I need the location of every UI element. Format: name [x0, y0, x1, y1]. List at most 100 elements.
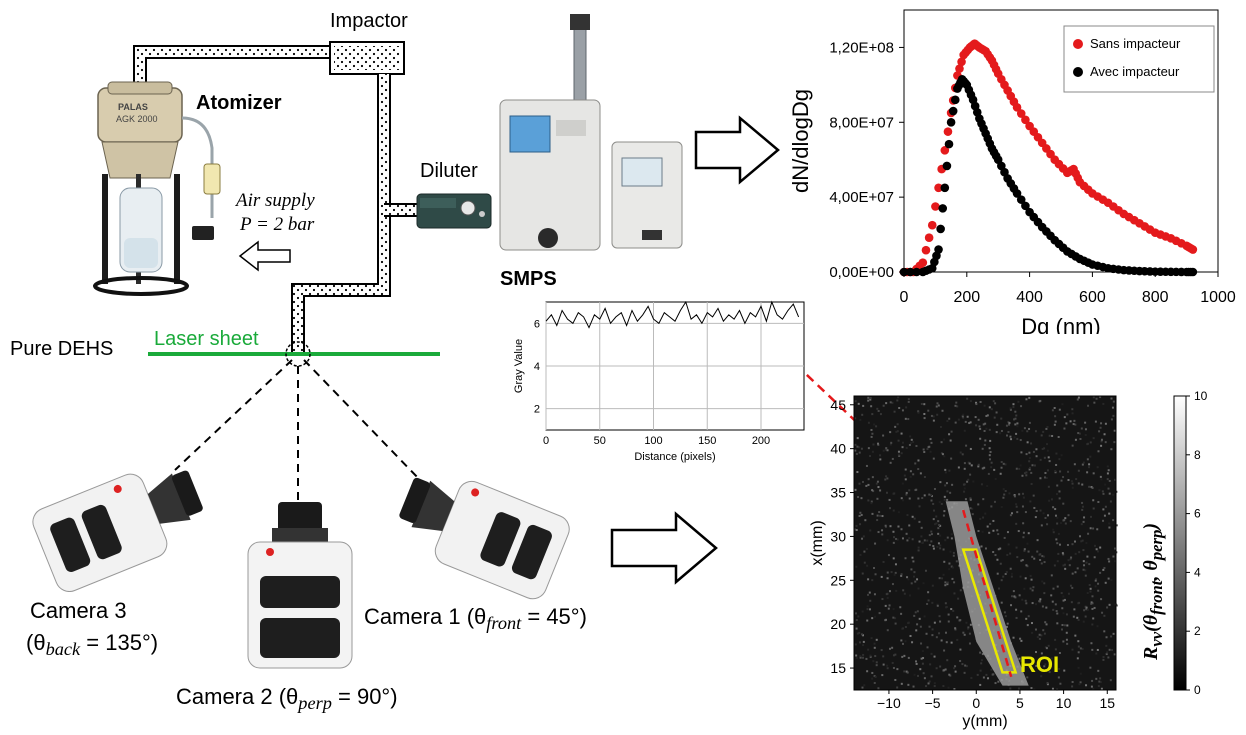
noise-speck — [1022, 522, 1025, 525]
noise-speck — [1046, 683, 1049, 686]
noise-speck — [1000, 466, 1003, 469]
noise-speck — [946, 581, 949, 584]
noise-speck — [1099, 426, 1102, 429]
noise-speck — [1015, 432, 1018, 435]
noise-speck — [896, 668, 899, 671]
noise-speck — [1104, 441, 1107, 444]
noise-speck — [1040, 652, 1043, 655]
noise-speck — [894, 678, 897, 681]
noise-speck — [1078, 683, 1081, 686]
noise-speck — [911, 641, 914, 644]
noise-speck — [886, 664, 889, 667]
noise-speck — [1044, 471, 1047, 474]
noise-speck — [942, 514, 945, 517]
noise-speck — [946, 420, 949, 423]
noise-speck — [1089, 590, 1092, 593]
noise-speck — [943, 510, 946, 513]
noise-speck — [1038, 400, 1041, 403]
noise-speck — [1077, 666, 1080, 669]
legend-label: Sans impacteur — [1090, 36, 1181, 51]
noise-speck — [961, 663, 964, 666]
noise-speck — [1086, 458, 1089, 461]
noise-speck — [1102, 519, 1105, 522]
noise-speck — [976, 673, 979, 676]
noise-speck — [1073, 419, 1076, 422]
noise-speck — [1071, 444, 1074, 447]
noise-speck — [1102, 492, 1105, 495]
noise-speck — [1023, 472, 1026, 475]
noise-speck — [875, 661, 878, 664]
noise-speck — [927, 682, 930, 685]
data-point — [1012, 189, 1022, 198]
noise-speck — [942, 573, 945, 576]
noise-speck — [959, 659, 962, 662]
noise-speck — [941, 453, 944, 456]
noise-speck — [1051, 409, 1054, 412]
noise-speck — [932, 509, 935, 512]
data-point — [899, 267, 909, 277]
noise-speck — [882, 560, 885, 563]
noise-speck — [1040, 434, 1043, 437]
noise-speck — [974, 416, 977, 419]
noise-speck — [928, 493, 931, 496]
noise-speck — [892, 536, 895, 539]
noise-speck — [982, 423, 985, 426]
noise-speck — [900, 574, 903, 577]
noise-speck — [917, 411, 920, 414]
noise-speck — [924, 569, 927, 572]
noise-speck — [1058, 408, 1061, 411]
noise-speck — [1062, 595, 1065, 598]
noise-speck — [854, 488, 857, 491]
noise-speck — [1096, 648, 1099, 651]
noise-speck — [957, 418, 960, 421]
noise-speck — [863, 561, 866, 564]
noise-speck — [989, 439, 992, 442]
noise-speck — [952, 609, 955, 612]
noise-speck — [867, 478, 870, 481]
noise-speck — [879, 514, 882, 517]
noise-speck — [918, 617, 921, 620]
noise-speck — [877, 443, 880, 446]
noise-speck — [1000, 417, 1003, 420]
noise-speck — [1047, 514, 1050, 517]
noise-speck — [981, 653, 984, 656]
noise-speck — [905, 532, 908, 535]
noise-speck — [1040, 675, 1043, 678]
x-axis-title: Distance (pixels) — [634, 451, 715, 463]
noise-speck — [870, 435, 873, 438]
noise-speck — [1009, 552, 1012, 555]
noise-speck — [940, 441, 943, 444]
noise-speck — [949, 674, 952, 677]
noise-speck — [1057, 435, 1060, 438]
noise-speck — [983, 443, 986, 446]
camera-3-name: Camera 3 — [30, 598, 127, 623]
noise-speck — [861, 413, 864, 416]
noise-speck — [1051, 687, 1054, 690]
noise-speck — [1009, 567, 1012, 570]
noise-speck — [980, 545, 983, 548]
noise-speck — [953, 581, 956, 584]
noise-speck — [1054, 471, 1057, 474]
noise-speck — [1103, 566, 1106, 569]
noise-speck — [859, 418, 862, 421]
noise-speck — [954, 665, 957, 668]
noise-speck — [963, 429, 966, 432]
y-tick-label: 2 — [534, 404, 540, 416]
noise-speck — [1112, 632, 1115, 635]
noise-speck — [875, 425, 878, 428]
noise-speck — [923, 677, 926, 680]
data-point — [946, 117, 956, 127]
noise-speck — [1071, 408, 1074, 411]
noise-speck — [932, 545, 935, 548]
noise-speck — [936, 603, 939, 606]
noise-speck — [876, 519, 879, 522]
noise-speck — [920, 402, 923, 405]
air-supply-label: Air supply — [236, 190, 315, 211]
y-axis-title: Gray Value — [513, 339, 525, 393]
camera-3-angle-value: = 135°) — [80, 630, 159, 655]
noise-speck — [931, 634, 934, 637]
noise-speck — [892, 541, 895, 544]
noise-speck — [1020, 559, 1023, 562]
noise-speck — [959, 589, 962, 592]
camera-3-angle-open: (θ — [26, 630, 46, 655]
